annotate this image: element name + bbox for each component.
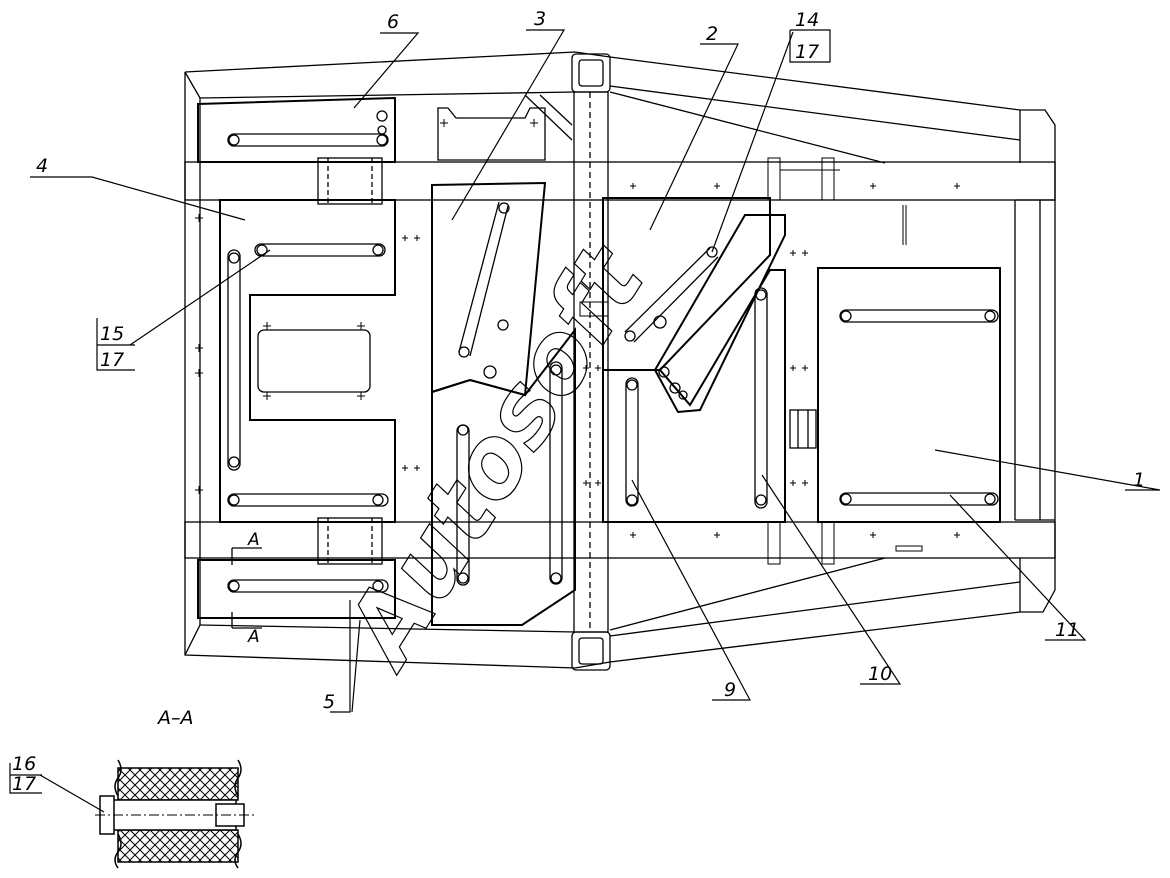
callout-2: 2 (706, 23, 718, 45)
hinges (317, 157, 817, 565)
callout-4: 4 (36, 155, 48, 177)
slots (227, 133, 999, 593)
callout-10: 10 (868, 663, 892, 685)
cover-plate (437, 107, 546, 161)
cross-beams (184, 91, 1056, 633)
frame-outline (184, 51, 1056, 669)
panel-2 (602, 197, 771, 371)
callout-1: 1 (1133, 469, 1145, 491)
section-cut-marks (231, 547, 262, 629)
callout-9: 9 (724, 679, 736, 701)
section-a-a (95, 759, 255, 869)
section-mark-top: A (247, 530, 260, 550)
callout-5: 5 (323, 691, 335, 713)
panel-6 (197, 96, 396, 163)
panel-9 (602, 269, 786, 523)
callout-11: 11 (1055, 619, 1079, 641)
leader-lines (9, 29, 1161, 813)
section-title: A–A (156, 707, 194, 729)
callout-16: 16 (12, 753, 36, 775)
callout-14: 14 (795, 9, 819, 31)
panel-3-lower (431, 327, 576, 626)
panel-1 (817, 267, 1001, 523)
callout-6: 6 (387, 11, 399, 33)
labels: 6 4 3 2 14 17 15 17 5 9 10 11 1 16 17 A–… (12, 8, 1145, 795)
section-mark-bottom: A (247, 627, 260, 647)
corner-tubes (524, 53, 611, 671)
bolts (228, 110, 996, 592)
fastener-marks (195, 119, 960, 565)
panel-4-window (257, 329, 371, 393)
callout-3: 3 (534, 8, 546, 30)
panel-5 (197, 559, 396, 619)
callout-15: 15 (100, 323, 124, 345)
panel-14 (653, 214, 786, 414)
callout-14-sub: 17 (795, 41, 819, 63)
panel-4 (219, 199, 396, 523)
callout-16-sub: 17 (12, 773, 36, 795)
callout-15-sub: 17 (100, 349, 124, 371)
